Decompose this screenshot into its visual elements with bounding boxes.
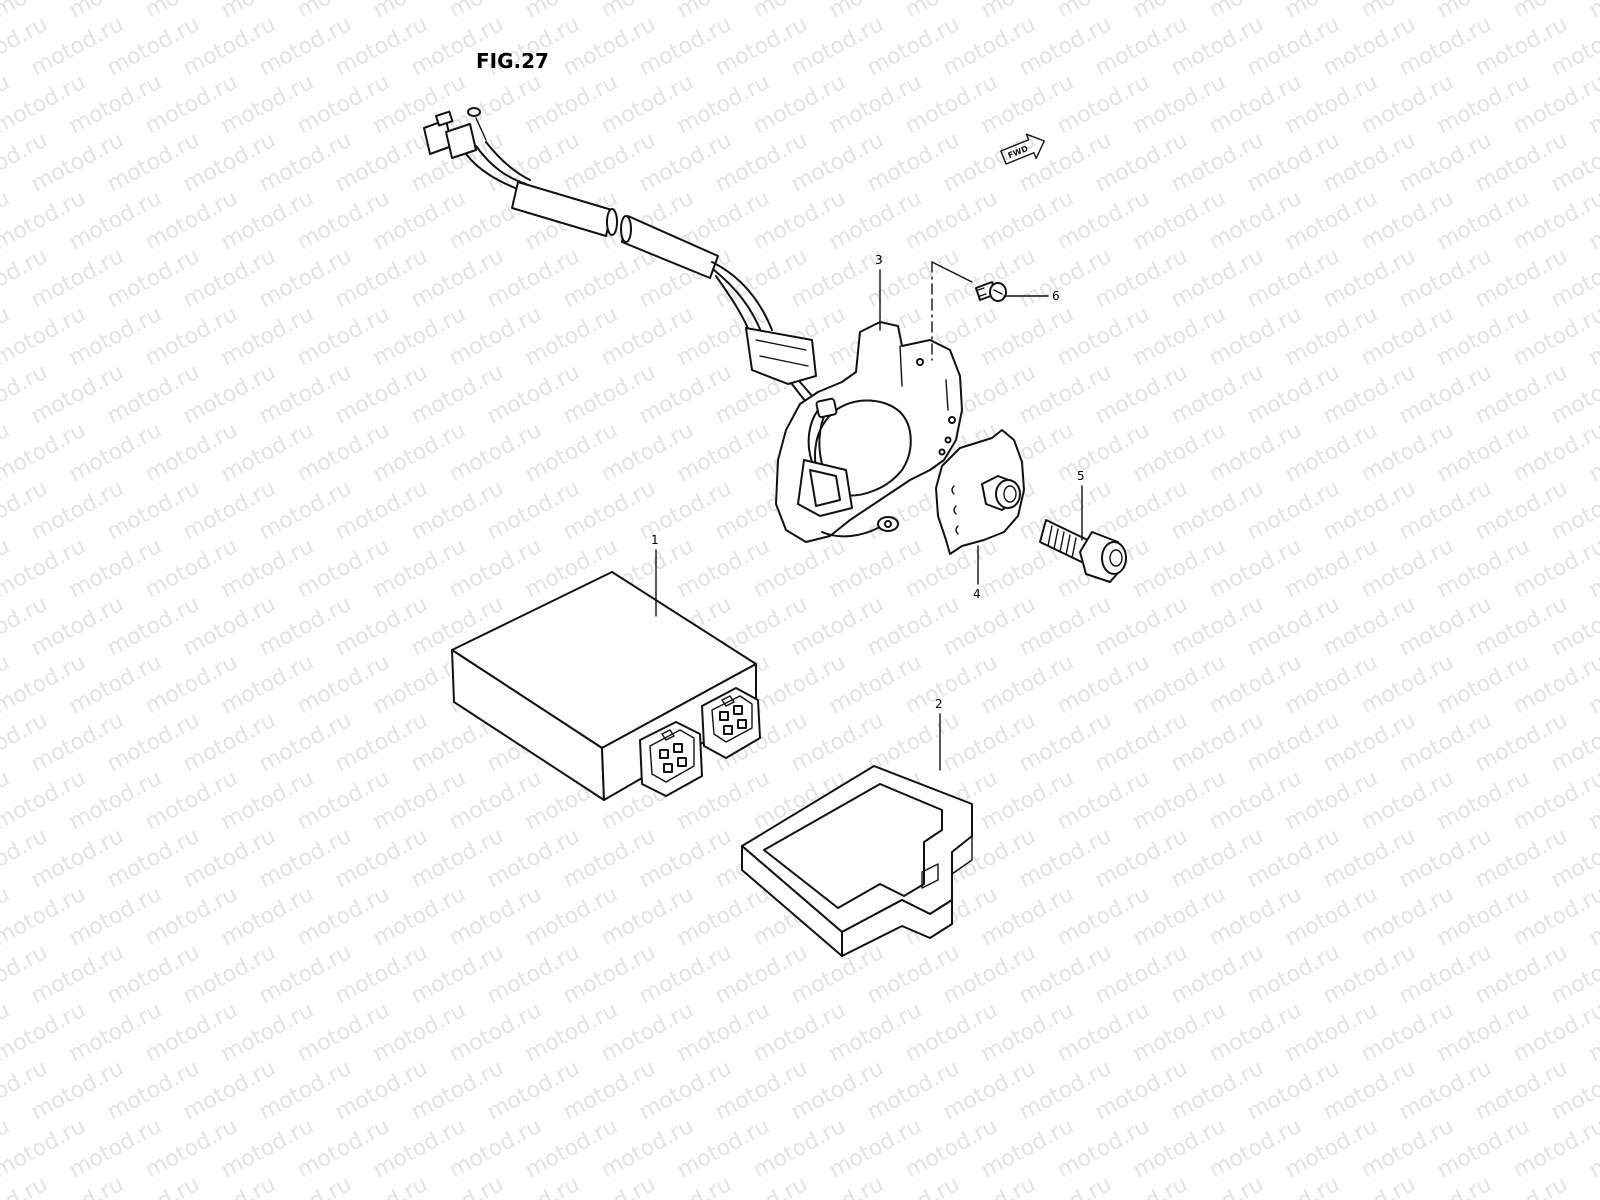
alignment-line — [931, 261, 973, 361]
callout-1: 1 — [651, 533, 659, 547]
leader-lines — [655, 269, 1083, 771]
callout-4: 4 — [973, 587, 981, 601]
part-1-cdi-unit — [451, 571, 761, 801]
part-3-pickup-plate — [775, 321, 963, 543]
figure-title: FIG.27 — [476, 49, 549, 73]
callout-6: 6 — [1052, 289, 1060, 303]
part-2-cover — [741, 765, 973, 957]
part-5-bolt — [1039, 519, 1127, 583]
callout-5: 5 — [1077, 469, 1085, 483]
callout-3: 3 — [875, 253, 883, 267]
part-4-rotor — [935, 429, 1025, 555]
callout-2: 2 — [935, 697, 943, 711]
part-6-screw — [975, 281, 1007, 302]
watermark-text: motod.ru — [1585, 0, 1600, 23]
